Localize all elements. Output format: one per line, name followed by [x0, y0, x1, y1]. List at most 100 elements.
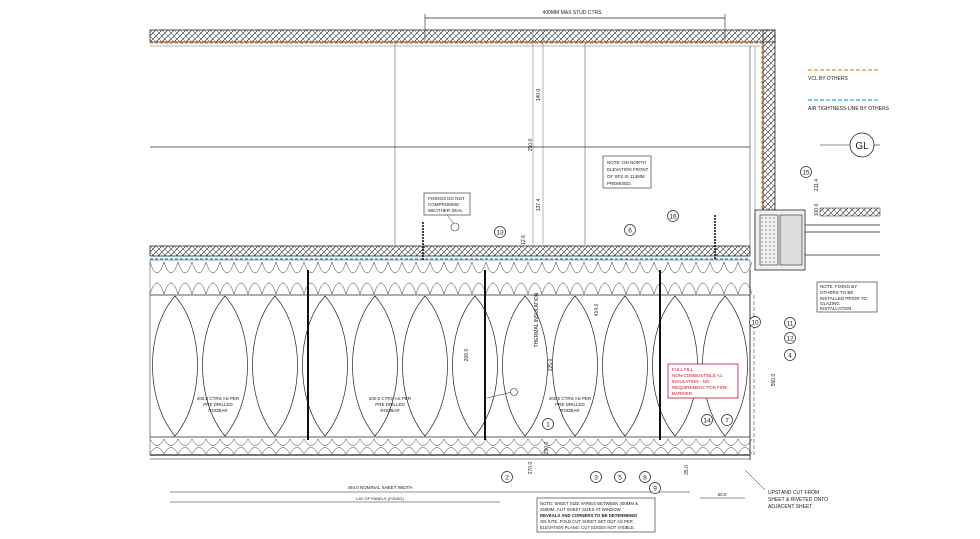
rodbar-label: RODBAR — [560, 408, 580, 413]
callout-label: 5 — [618, 474, 622, 481]
callout-circle — [784, 349, 796, 361]
note-bottom: NOTE: SHEET SIZE VARIES BETWEEN 400MM & … — [536, 497, 656, 533]
note-bottom-line: ON SITE. FOLD CUT SHEET SET OUT AS PER — [540, 519, 633, 524]
callout-label: 14 — [703, 417, 711, 424]
rodbar-label: PRE DRILLED — [203, 402, 233, 407]
window-frame — [749, 207, 881, 460]
note-fire-line: BARRIER — [672, 391, 693, 396]
rodbar-label: 200.0 CTRS AS PER — [369, 396, 412, 401]
callout-circle — [624, 224, 636, 236]
insulation-zone — [149, 259, 753, 460]
legend: VCL BY OTHERS AIR TIGHTNESS LINE BY OTHE… — [808, 69, 890, 158]
callout-circle — [494, 226, 506, 238]
note-north-line: OF SFS IS 114MM — [607, 174, 645, 179]
dim-v13: 550.0 — [771, 374, 777, 387]
vertical-dimensions: 140.0 250.0 137.4 12.6 414.0 225.0 200.0… — [464, 89, 820, 475]
middle-board — [149, 245, 751, 260]
callout-circle — [721, 414, 733, 426]
note-north-line: NOTE: ON NORTH — [607, 160, 646, 165]
dim-v2: 250.0 — [528, 139, 534, 152]
callout-label: 9 — [653, 485, 657, 492]
rodbar-labels: 200.0 CTRS AS PER PRE DRILLED RODBAR 200… — [197, 388, 592, 413]
callout-label: 4 — [788, 352, 792, 359]
dim-v4: 12.6 — [521, 235, 527, 245]
note-fixing-right-line: OTHERS TO BE — [820, 290, 853, 295]
note-bottom-line: REVEALS AND CORNERS TO BE DETERMINED — [540, 513, 637, 518]
callout-label: 13 — [496, 229, 504, 236]
rodbar-label: RODBAR — [208, 408, 228, 413]
note-north: NOTE: ON NORTH ELEVATION FRONT OF SFS IS… — [602, 155, 652, 189]
dim-v12: 35.0 — [684, 465, 690, 475]
legend-vcl: VCL BY OTHERS — [808, 76, 848, 82]
note-fixings-line: FIXINGS DO NOT — [428, 196, 465, 201]
top-span-label: 400MM MAX STUD CTRS — [543, 10, 603, 16]
callout-label: 16 — [669, 213, 677, 220]
rodbar-label: RODBAR — [380, 408, 400, 413]
bottom-dimensions: 494.0 NOMINAL SHEET WIDTH LAY OF PANELS … — [170, 485, 745, 503]
callout-circle — [667, 210, 679, 222]
note-fixing-right-line: NOTE: FIXING BY — [820, 284, 857, 289]
callout-circle — [639, 471, 651, 483]
callout-label: 7 — [725, 417, 729, 424]
dim-v7: 200.0 — [464, 349, 470, 362]
callout-circle — [800, 166, 812, 178]
note-upstand: UPSTAND CUT FROM SHEET & RIVETED ONTO AD… — [744, 469, 828, 510]
callout-circle — [784, 317, 796, 329]
callout-label: 2 — [505, 474, 509, 481]
callout-circle — [590, 471, 602, 483]
note-fixing-right: NOTE: FIXING BY OTHERS TO BE INSTALLED P… — [816, 281, 878, 313]
rodbar-label: PRE DRILLED — [375, 402, 405, 407]
note-fire-line: FULL FILL — [672, 367, 694, 372]
dim-v6: 225.0 — [548, 359, 554, 372]
note-fixings-line: WEATHER SEAL — [428, 208, 463, 213]
callout-label: 6 — [628, 227, 632, 234]
dim-v1: 140.0 — [536, 89, 542, 102]
note-upstand-line: ADJACENT SHEET — [768, 504, 812, 510]
note-bottom-line: 250MM. CUT SHEET SIZES AT WINDOW — [540, 507, 622, 512]
gl-label: GL — [855, 141, 869, 152]
note-fixing-right-line: INSTALLED PRIOR TO — [820, 296, 868, 301]
note-fixings: FIXINGS DO NOT COMPROMISE WEATHER SEAL — [423, 192, 471, 232]
callout-label: 1 — [546, 421, 550, 428]
dim-v5: 414.0 — [594, 304, 600, 317]
note-fixing-right-line: GLAZING — [820, 301, 840, 306]
rodbar-label: 200.0 CTRS AS PER — [197, 396, 240, 401]
callout-label: 3 — [594, 474, 598, 481]
note-north-line: ELEVATION FRONT — [607, 167, 649, 172]
nominal-width-label: 494.0 NOMINAL SHEET WIDTH — [347, 485, 412, 490]
note-upstand-line: UPSTAND CUT FROM — [768, 490, 819, 496]
callout-label: 15 — [802, 169, 810, 176]
note-fire-line: REQUIREMENT FOR FIRE — [672, 385, 727, 390]
top-board — [149, 29, 776, 216]
callout-circle — [501, 471, 513, 483]
right-base-label: 60.0 — [718, 492, 727, 497]
dim-v8: 270.0 — [528, 462, 534, 475]
note-north-line: PREMISED. — [607, 181, 632, 186]
dim-v3: 137.4 — [536, 199, 542, 212]
lay-panels-label: LAY OF PANELS (FIXING) — [356, 496, 404, 501]
rodbar-label: PRE DRILLED — [555, 402, 585, 407]
callout-circle — [614, 471, 626, 483]
callout-label: 10 — [751, 319, 759, 326]
note-fixings-line: COMPROMISE — [428, 202, 459, 207]
dim-v10: 211.4 — [814, 179, 820, 191]
callout-label: 8 — [643, 474, 647, 481]
dim-v11: 100.0 — [814, 204, 820, 217]
callout-circle — [784, 332, 796, 344]
legend-air: AIR TIGHTNESS LINE BY OTHERS — [808, 106, 890, 112]
note-upstand-line: SHEET & RIVETED ONTO — [768, 497, 828, 503]
callout-circle — [542, 418, 554, 430]
callout-label: 11 — [787, 320, 794, 327]
callout-circle — [649, 482, 661, 494]
note-bottom-line: ELEVATION PLANS. CUT EDGES NOT VISIBLE. — [540, 525, 635, 530]
callout-label: 12 — [786, 335, 794, 342]
callout-circle — [749, 316, 761, 328]
note-fire-line: INSULATION - NO — [672, 379, 710, 384]
note-fire-line: NON-COMBUSTIBLE A1 — [672, 373, 723, 378]
note-fixing-right-line: INSTALLATION — [820, 306, 851, 311]
upper-structure — [150, 30, 756, 245]
rodbars — [307, 215, 716, 440]
callout-circle — [701, 414, 713, 426]
rodbar-label: 200.0 CTRS AS PER — [549, 396, 592, 401]
